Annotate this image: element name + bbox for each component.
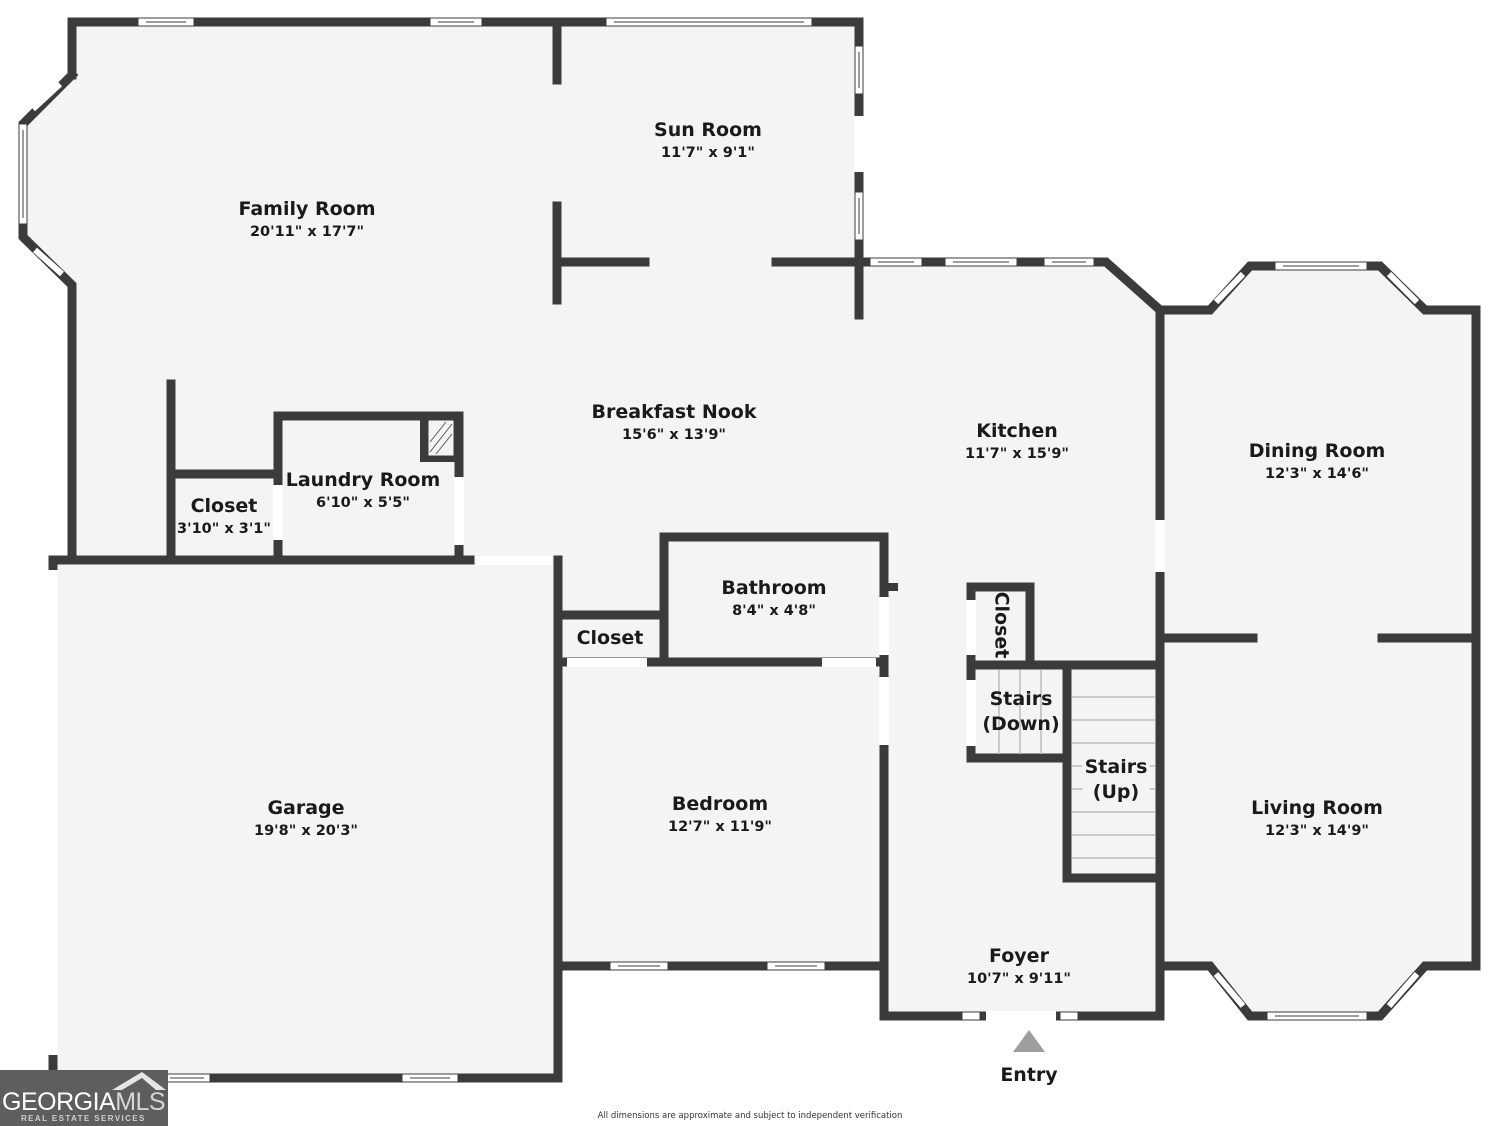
room-label-closet-vertical: Closet xyxy=(990,591,1013,659)
room-name: Closet xyxy=(576,627,644,649)
stairs-up-line2: (Up) xyxy=(1092,780,1140,803)
entry-label: Entry xyxy=(1000,1064,1058,1086)
stairs-down-line2: (Down) xyxy=(982,712,1060,735)
room-dimensions: 12'3" x 14'6" xyxy=(1265,465,1369,482)
room-name: Living Room xyxy=(1251,797,1383,819)
room-label-bedroom: Bedroom 12'7" x 11'9" xyxy=(668,793,772,836)
stairs-up-line1: Stairs xyxy=(1084,756,1148,778)
hatched-chase xyxy=(427,419,455,457)
room-label-kitchen: Kitchen 11'7" x 15'9" xyxy=(965,420,1069,463)
room-name: Sun Room xyxy=(654,119,762,141)
floor-areas xyxy=(23,22,1476,1078)
room-label-breakfast-nook: Breakfast Nook 15'6" x 13'9" xyxy=(591,401,757,444)
room-name: Bedroom xyxy=(671,793,769,815)
room-label-laundry-room: Laundry Room 6'10" x 5'5" xyxy=(285,469,441,512)
stairs-down-line1: Stairs xyxy=(989,688,1053,710)
room-name: Breakfast Nook xyxy=(591,401,757,423)
room-name: Closet xyxy=(190,495,258,517)
georgia-mls-logo: GEORGIAMLS REAL ESTATE SERVICES xyxy=(0,1070,168,1126)
room-dimensions: 20'11" x 17'7" xyxy=(249,223,365,240)
disclaimer-text: All dimensions are approximate and subje… xyxy=(597,1111,903,1121)
room-name: Garage xyxy=(267,797,345,819)
logo-wordmark: GEORGIAMLS xyxy=(2,1088,166,1117)
logo-main-text: GEORGIA xyxy=(2,1088,116,1116)
room-dimensions: 15'6" x 13'9" xyxy=(622,426,726,443)
room-name: Kitchen xyxy=(976,420,1058,442)
room-dimensions: 11'7" x 9'1" xyxy=(661,144,755,161)
room-label-closet-laundry: Closet 3'10" x 3'1" xyxy=(177,495,271,538)
room-dimensions: 6'10" x 5'5" xyxy=(316,494,410,511)
room-label-stairs-down: Stairs (Down) xyxy=(982,688,1060,736)
room-label-living-room: Living Room 12'3" x 14'9" xyxy=(1251,797,1383,840)
room-label-stairs-up: Stairs (Up) xyxy=(1082,756,1150,804)
windows xyxy=(18,17,1420,1083)
room-name: Family Room xyxy=(238,198,376,220)
door-openings xyxy=(48,116,1165,1055)
room-name: Laundry Room xyxy=(285,469,441,491)
room-label-garage: Garage 19'8" x 20'3" xyxy=(254,797,358,840)
room-label-sun-room: Sun Room 11'7" x 9'1" xyxy=(654,119,762,162)
room-name: Foyer xyxy=(989,945,1049,967)
room-label-family-room: Family Room 20'11" x 17'7" xyxy=(238,198,376,241)
room-label-bathroom: Bathroom 8'4" x 4'8" xyxy=(721,577,827,620)
room-name: Dining Room xyxy=(1248,440,1386,462)
room-dimensions: 11'7" x 15'9" xyxy=(965,445,1069,462)
room-name: Bathroom xyxy=(721,577,827,599)
room-dimensions: 8'4" x 4'8" xyxy=(732,602,816,619)
room-label-dining-room: Dining Room 12'3" x 14'6" xyxy=(1248,440,1386,483)
room-dimensions: 19'8" x 20'3" xyxy=(254,822,358,839)
roof-icon xyxy=(112,1072,166,1090)
room-dimensions: 12'7" x 11'9" xyxy=(668,818,772,835)
room-dimensions: 12'3" x 14'9" xyxy=(1265,822,1369,839)
room-dimensions: 10'7" x 9'11" xyxy=(967,970,1071,987)
room-dimensions: 3'10" x 3'1" xyxy=(177,520,271,537)
room-label-closet-hall: Closet xyxy=(576,627,644,650)
room-label-foyer: Foyer 10'7" x 9'11" xyxy=(967,945,1071,988)
logo-accent-text: MLS xyxy=(115,1088,166,1116)
entry-arrow-icon xyxy=(1013,1030,1045,1052)
logo-subtitle: REAL ESTATE SERVICES xyxy=(21,1114,146,1123)
